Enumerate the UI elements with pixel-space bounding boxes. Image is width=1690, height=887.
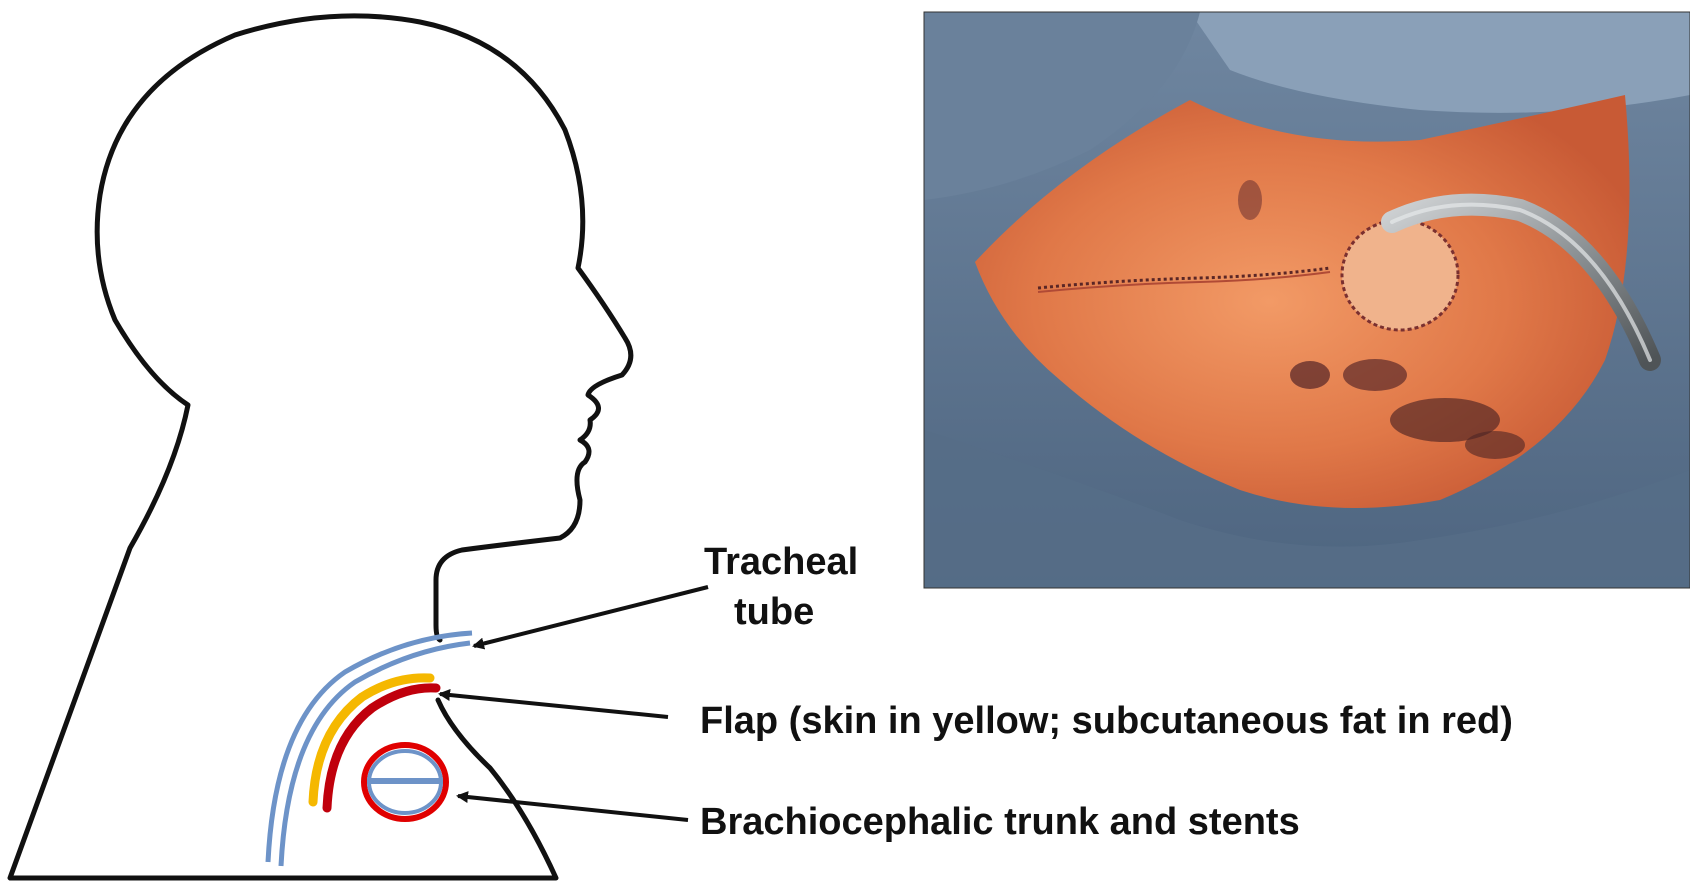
tracheal-arrow	[474, 587, 708, 646]
brachiocephalic-arrow	[458, 796, 688, 820]
chest-outline	[438, 700, 556, 878]
tracheal-tube-outer	[268, 633, 472, 862]
surgical-photo	[924, 12, 1690, 588]
tracheal-label-line2: tube	[734, 591, 814, 633]
flap-arrow	[440, 694, 668, 717]
flap-area	[1342, 220, 1458, 330]
flap-label: Flap (skin in yellow; subcutaneous fat i…	[700, 700, 1513, 742]
brachiocephalic-label: Brachiocephalic trunk and stents	[700, 801, 1300, 843]
tracheal-label-line1: Tracheal	[704, 541, 858, 583]
